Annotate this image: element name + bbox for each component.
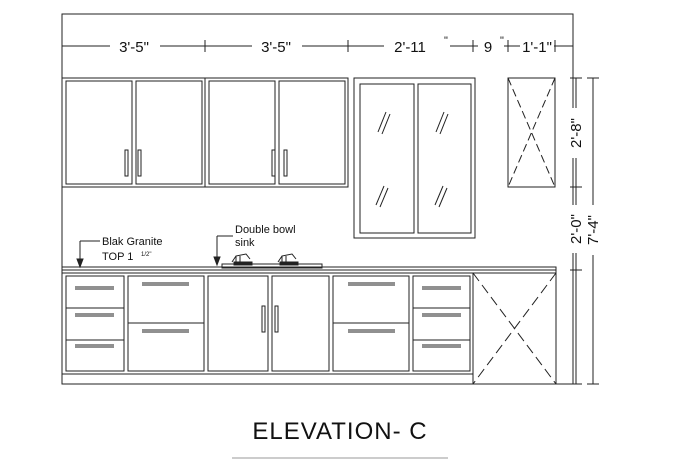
window [353, 77, 476, 239]
double-bowl-sink [221, 253, 323, 269]
sink-note: sink [235, 237, 255, 249]
granite-leader [76, 240, 100, 269]
drawer [65, 275, 125, 309]
appliance-space [472, 272, 557, 385]
granite-note: TOP 1 [102, 251, 133, 263]
dim-label: 2'-11 [394, 39, 426, 56]
sink-note: Double bowl [235, 224, 296, 236]
cabinet-door [278, 80, 346, 185]
side-dim-label: 2'-8" [568, 118, 585, 148]
side-label-masks [566, 108, 603, 255]
cabinet-door [135, 80, 203, 185]
dim-label: " [444, 35, 448, 47]
drawer [412, 275, 471, 309]
drawing-title: ELEVATION- C [252, 418, 428, 445]
dim-label: " [500, 35, 504, 47]
window-pane [417, 83, 472, 234]
dim-label: 9 [484, 39, 492, 56]
drawer [412, 339, 471, 372]
cabinet-door [65, 80, 133, 185]
wall-outline [61, 13, 574, 385]
door-handle [274, 305, 279, 333]
dim-label: 3'-5" [261, 39, 291, 56]
door-handle [283, 149, 288, 177]
door-handle [261, 305, 266, 333]
sink-base-door [271, 275, 330, 372]
sink-base-door [207, 275, 269, 372]
window-pane [359, 83, 415, 234]
dim-label-masks [110, 36, 554, 56]
granite-note: 1/2" [141, 252, 151, 258]
side-dim-label: 2'-0" [568, 214, 585, 244]
dim-label: 1'-1" [522, 39, 552, 56]
upper-corner-cabinet [507, 77, 556, 188]
door-handle [271, 149, 276, 177]
side-dim-label: 7'-4" [585, 215, 602, 245]
door-handle [124, 149, 129, 177]
door-handle [137, 149, 142, 177]
upper-cabinets [61, 77, 349, 188]
drawer [412, 307, 471, 341]
granite-note: Blak Granite [102, 236, 163, 248]
drawer [332, 322, 410, 372]
drawer [127, 322, 205, 372]
cabinet-door [208, 80, 276, 185]
dim-label: 3'-5" [119, 39, 149, 56]
drawer [65, 339, 125, 372]
base-cabinets [61, 272, 474, 375]
drawer [65, 307, 125, 341]
sink-leader [213, 235, 233, 267]
